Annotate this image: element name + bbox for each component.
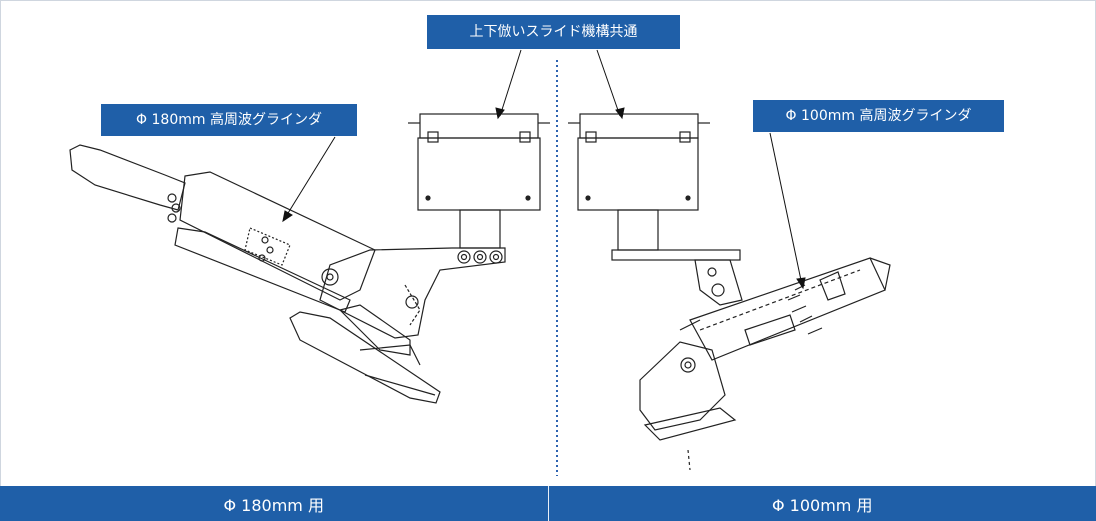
footer-bar: Φ 180mm 用 Φ 100mm 用: [0, 486, 1096, 521]
leader-lines: [282, 49, 806, 290]
right-grinder-label: Φ 100mm 高周波グラインダ: [753, 100, 1004, 132]
footer-divider: [547, 486, 549, 521]
footer-left-label: Φ 180mm 用: [223, 495, 324, 515]
right-grinder-disc: [639, 319, 737, 471]
left-slide-unit: [408, 113, 550, 249]
right-grinder-body: [689, 257, 891, 361]
left-grinder-label: Φ 180mm 高周波グラインダ: [101, 104, 357, 136]
left-grinder-disc: [289, 304, 441, 404]
left-grinder-body: [69, 144, 376, 313]
grinder-diagram: [69, 49, 891, 476]
footer-right-label: Φ 100mm 用: [772, 495, 873, 515]
left-bracket: [319, 247, 506, 339]
right-slide-unit: [568, 113, 743, 306]
shared-slide-mechanism-label: 上下倣いスライド機構共通: [427, 15, 680, 49]
